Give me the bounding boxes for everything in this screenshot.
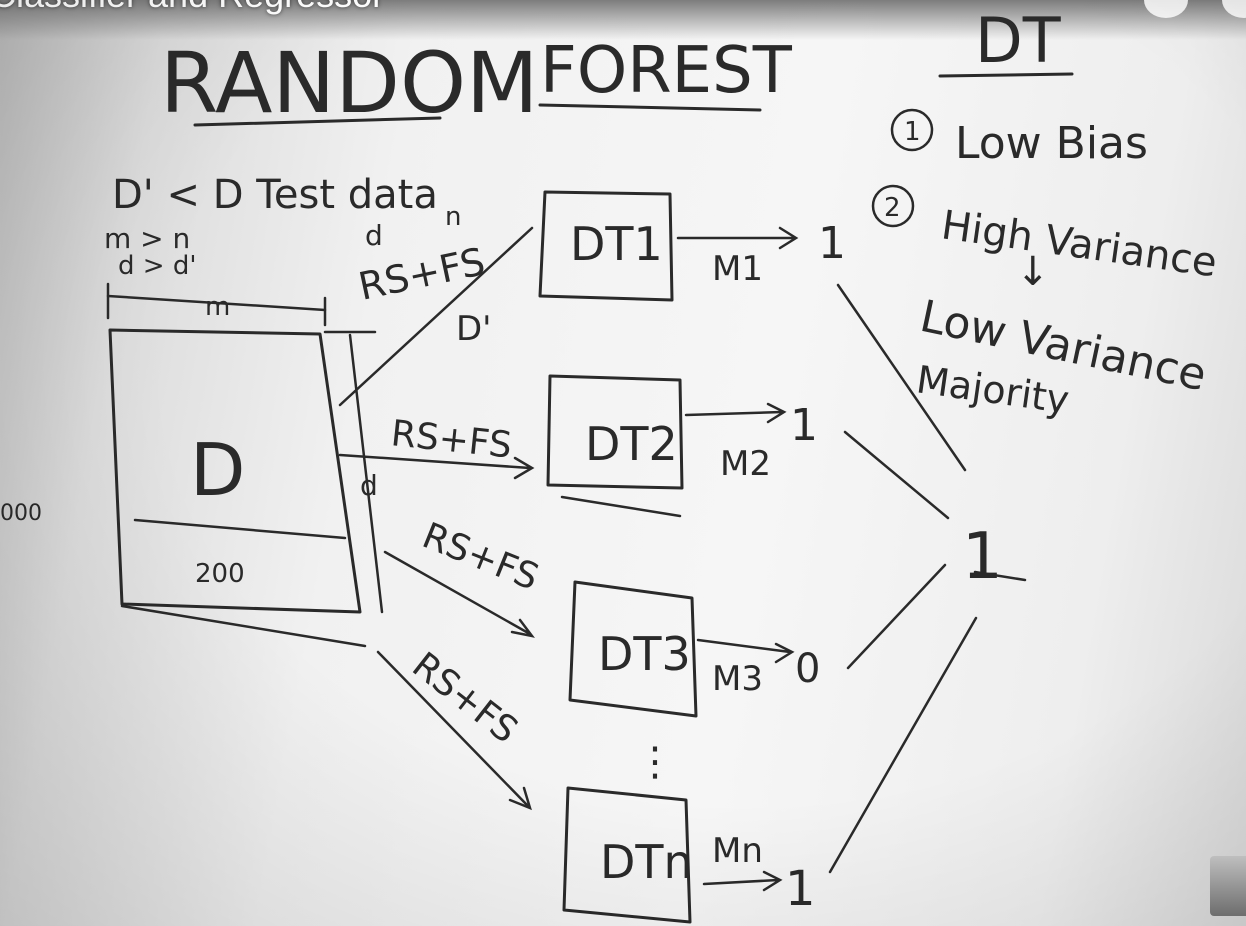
output-2: 1 bbox=[790, 400, 818, 451]
sample-arrow-1 bbox=[338, 226, 534, 407]
m-width-arrow bbox=[106, 294, 327, 312]
title-forest-underline bbox=[538, 103, 762, 112]
agg-line-2 bbox=[843, 430, 950, 520]
tree-label-1: DT1 bbox=[570, 217, 663, 271]
sample-arrow-4 bbox=[376, 650, 532, 811]
point2-text: High Variance bbox=[939, 202, 1220, 286]
tree-label-2: DT2 bbox=[585, 417, 678, 471]
tree-box-4 bbox=[562, 786, 692, 924]
video-top-gradient bbox=[0, 0, 1246, 40]
tree-box-1 bbox=[538, 190, 674, 302]
title-forest: FOREST bbox=[540, 34, 793, 108]
dataset-bottom-line bbox=[120, 604, 367, 648]
title-random-underline bbox=[193, 116, 442, 127]
agg-line-3 bbox=[846, 563, 947, 670]
presenter-avatar[interactable] bbox=[1210, 856, 1246, 916]
sample-arrow-3 bbox=[383, 550, 535, 638]
model-label-3: M3 bbox=[712, 659, 763, 699]
tree-ellipsis: ⋮ bbox=[635, 739, 675, 785]
point1-text: Low Bias bbox=[955, 118, 1148, 169]
d-gt-dprime-note: d > d' bbox=[118, 251, 196, 281]
n-label: n bbox=[445, 202, 461, 232]
left-edge-number: 000 bbox=[0, 501, 42, 526]
dataset-box bbox=[108, 328, 362, 614]
watch-later-icon[interactable] bbox=[1144, 0, 1188, 18]
tree-2-underline bbox=[560, 495, 682, 518]
model-arrow-1 bbox=[676, 226, 799, 250]
m-gt-n-note: m > n bbox=[104, 222, 190, 255]
point2-number: 2 bbox=[884, 193, 901, 223]
tree-label-4: DTn bbox=[600, 835, 693, 889]
dataset-split-line bbox=[133, 518, 347, 540]
agg-line-1 bbox=[836, 283, 967, 472]
model-arrow-2 bbox=[684, 402, 787, 424]
point1-circle bbox=[890, 108, 934, 152]
video-title[interactable]: Classifier and Regressor bbox=[0, 0, 384, 16]
d-side-label: d bbox=[360, 469, 378, 502]
model-arrow-4 bbox=[702, 870, 783, 892]
dt-heading: DT bbox=[975, 4, 1062, 77]
title-random: RANDOM bbox=[160, 34, 539, 132]
output-4: 1 bbox=[785, 861, 816, 917]
m-width-ticks bbox=[106, 282, 327, 327]
final-output-base bbox=[973, 570, 1027, 582]
sample-arrow-2 bbox=[338, 453, 535, 480]
final-output: 1 bbox=[962, 520, 1003, 594]
model-label-2: M2 bbox=[720, 444, 771, 484]
dataset-column bbox=[323, 330, 384, 614]
test-data-note: D' < D Test data bbox=[112, 172, 438, 218]
output-3: 0 bbox=[795, 646, 820, 692]
d-top-label: d bbox=[365, 219, 383, 252]
down-arrow: ↓ bbox=[1016, 249, 1050, 295]
model-label-4: Mn bbox=[712, 831, 763, 871]
output-1: 1 bbox=[818, 218, 846, 269]
model-label-1: M1 bbox=[712, 249, 763, 289]
rows-200-label: 200 bbox=[195, 559, 245, 589]
sample-label-3: RS+FS bbox=[417, 515, 545, 598]
point1-number: 1 bbox=[904, 117, 921, 147]
tree-label-3: DT3 bbox=[598, 627, 691, 681]
point2-circle bbox=[871, 184, 915, 228]
model-arrow-3 bbox=[696, 638, 795, 664]
agg-line-4 bbox=[828, 616, 978, 874]
dprime-label: D' bbox=[456, 309, 492, 349]
dt-heading-underline bbox=[938, 72, 1074, 78]
m-label: m bbox=[205, 292, 230, 322]
tree-box-3 bbox=[568, 580, 698, 718]
tree-box-2 bbox=[546, 374, 684, 490]
dataset-label: D bbox=[190, 428, 245, 512]
